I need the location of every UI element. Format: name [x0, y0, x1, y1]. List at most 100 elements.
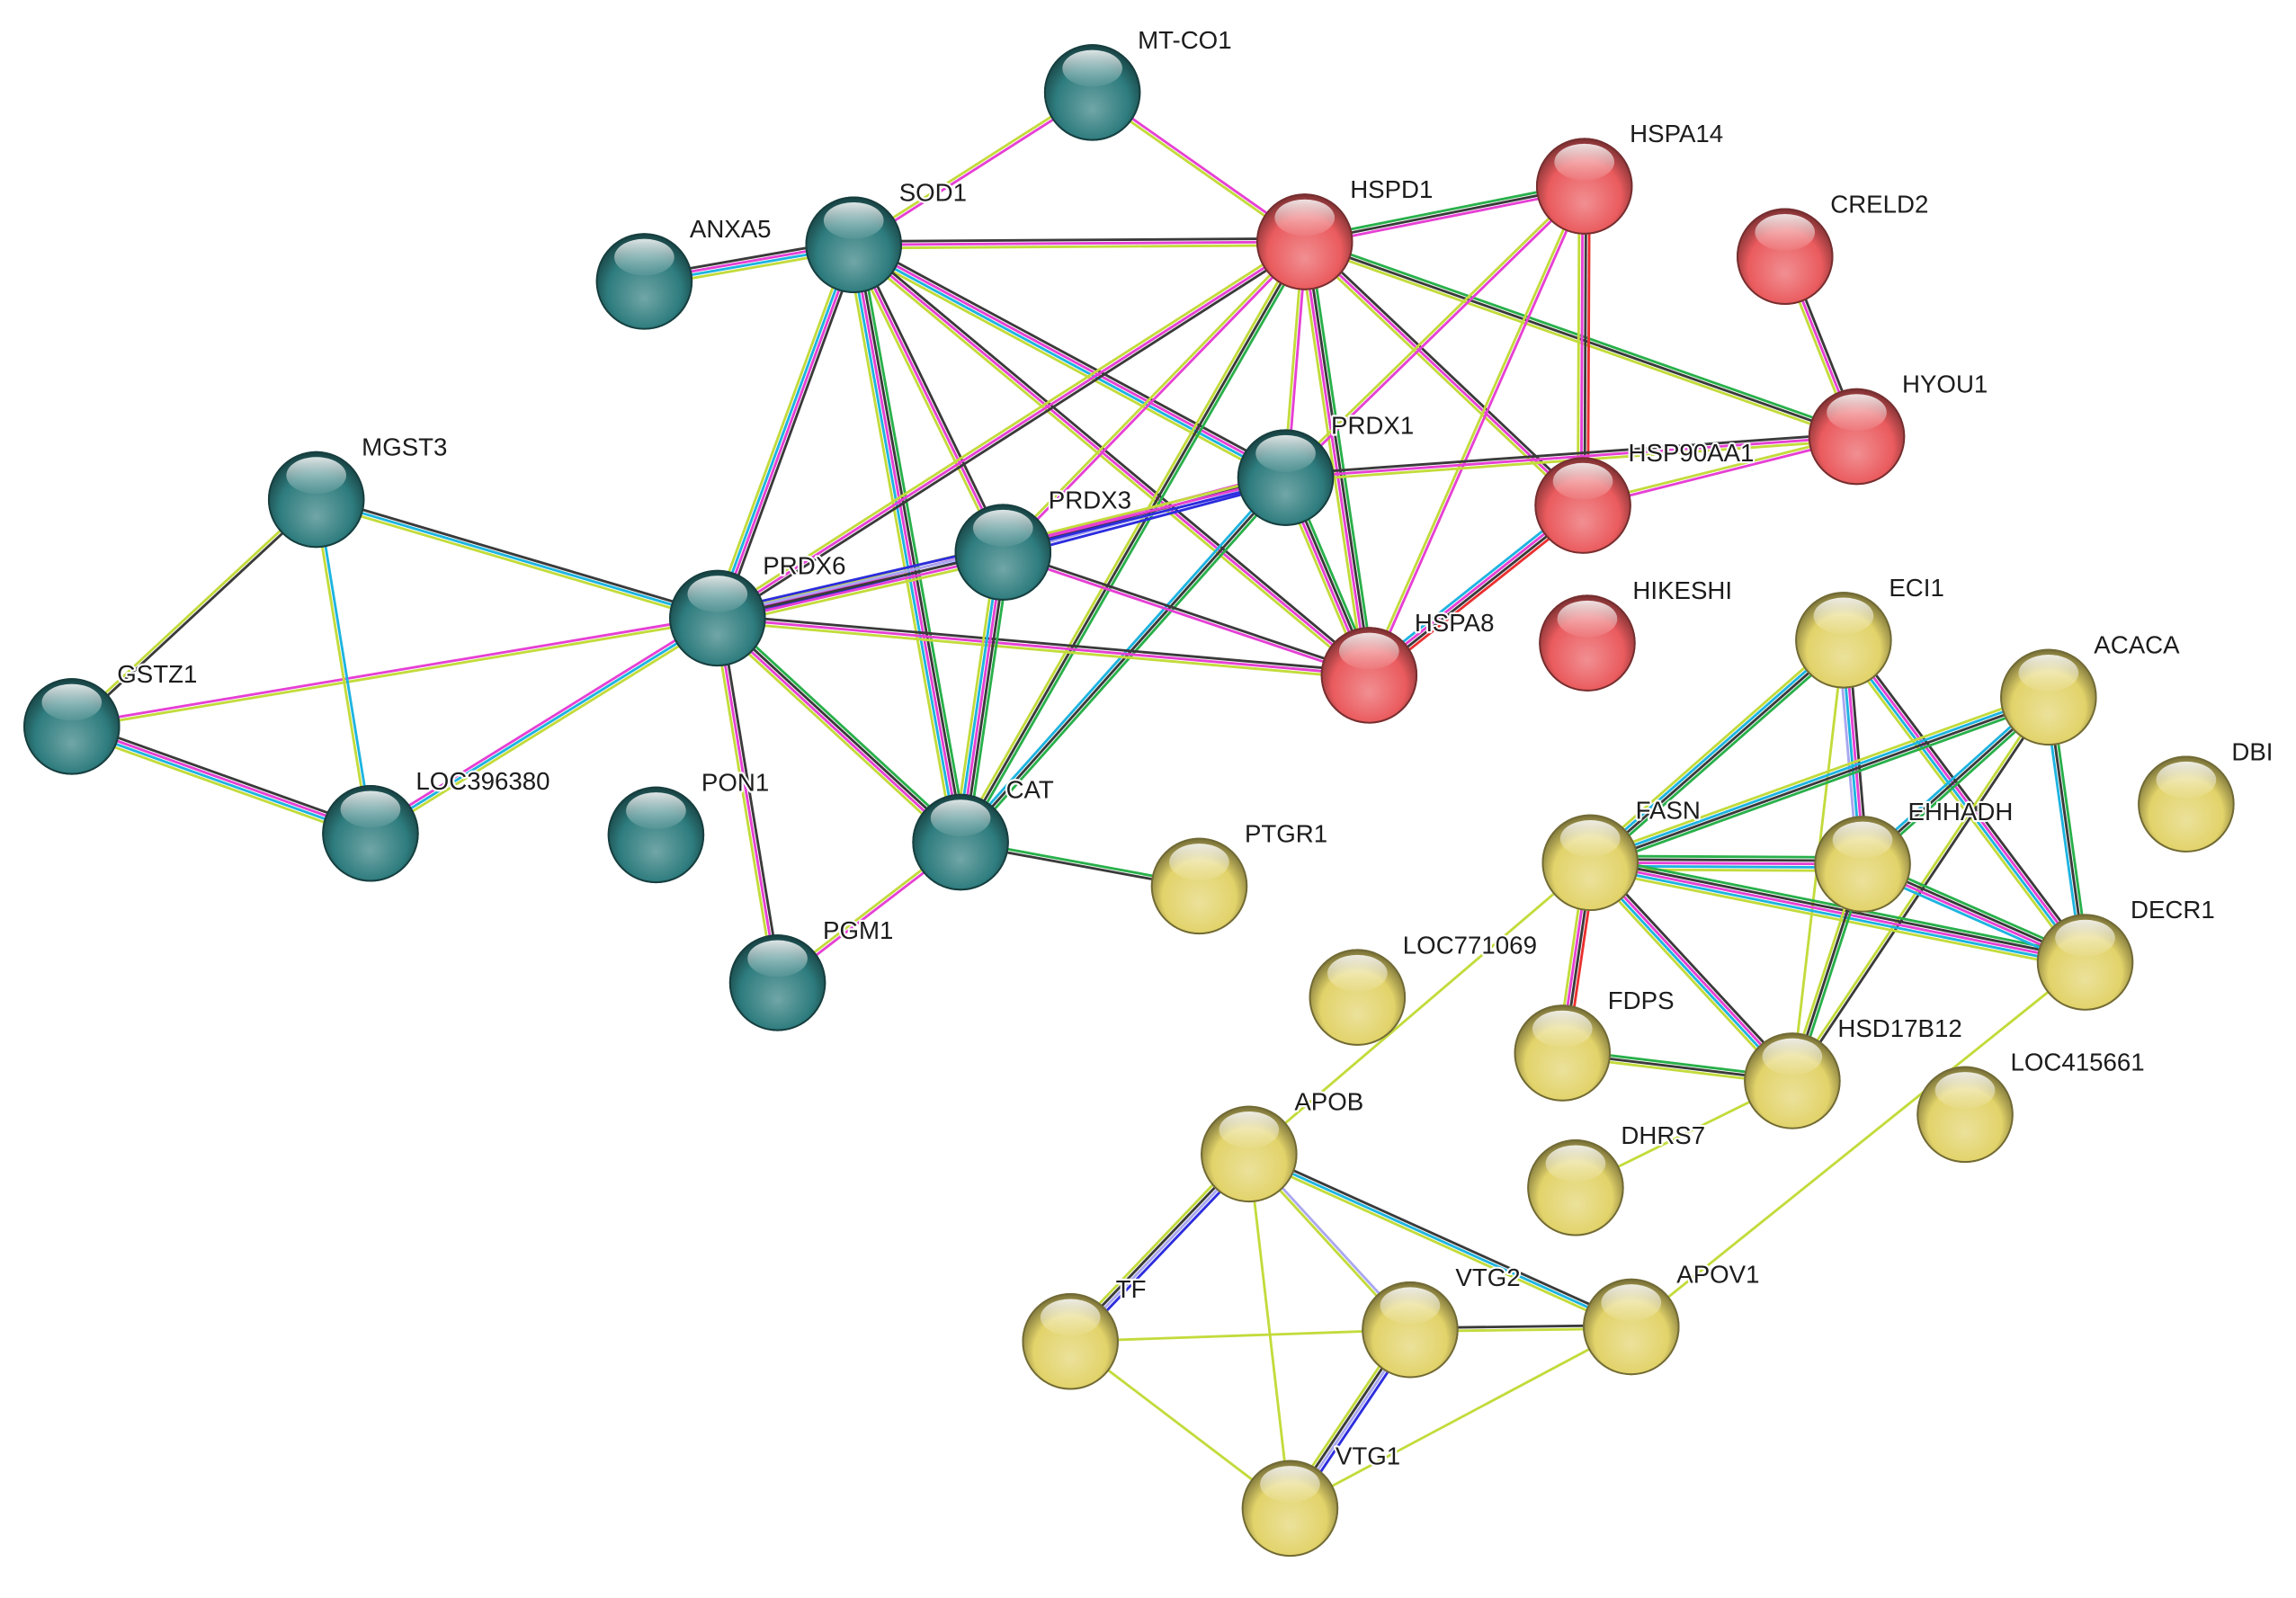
edge-evidence-line [715, 618, 960, 844]
node-anxa5 [595, 233, 693, 330]
node-decr1 [2036, 914, 2134, 1011]
node-label: HSP90AA1 [1629, 439, 1755, 467]
edge-evidence-line [1070, 1328, 1410, 1344]
edge-evidence-line [717, 550, 1004, 620]
node-label: PGM1 [823, 916, 893, 944]
node-gloss [2055, 919, 2115, 957]
interaction-edge [715, 237, 1308, 622]
edge-evidence-line [1247, 861, 1592, 1156]
node-label: PRDX1 [1331, 411, 1414, 439]
edge-evidence-line [961, 478, 1290, 845]
node-rim [1237, 429, 1335, 526]
interaction-edge [1247, 1154, 1291, 1509]
node-label: MT-CO1 [1138, 26, 1231, 54]
edge-evidence-line [1004, 481, 1288, 558]
interaction-edge [853, 237, 1305, 250]
node-gloss [340, 790, 401, 828]
node-acaca [2000, 648, 2097, 746]
node-gloss [1832, 821, 1893, 859]
edge-evidence-line [715, 544, 1002, 613]
node-label: PON1 [701, 769, 769, 797]
edge-evidence-line [317, 499, 374, 834]
node-tf [1022, 1293, 1119, 1390]
node-rim [1527, 1139, 1624, 1236]
node-label: MGST3 [362, 433, 447, 461]
edge-evidence-line [855, 244, 966, 843]
node-rim [2138, 755, 2235, 853]
edge-evidence-line [368, 614, 717, 832]
node-rim [1916, 1066, 2014, 1164]
edge-evidence-line [1000, 239, 1305, 552]
node-fasn [1541, 814, 1639, 912]
edge-evidence-line [852, 244, 962, 843]
edge-evidence-line [959, 551, 1005, 843]
node-gloss [1813, 597, 1874, 635]
node-label: DBI [2231, 737, 2273, 765]
edge-evidence-line [1592, 642, 1848, 868]
node-rim [267, 451, 365, 549]
edge-evidence-line [71, 618, 719, 730]
node-apob [1201, 1105, 1298, 1203]
interaction-edge [313, 499, 374, 835]
edge-evidence-line [1002, 552, 1370, 679]
node-gstz1 [23, 678, 121, 775]
interaction-edge [1246, 1149, 1633, 1332]
node-label: HSPA14 [1630, 120, 1723, 147]
edge-evidence-line [70, 727, 371, 836]
edge-evidence-line [1305, 241, 1372, 675]
interaction-edge [315, 495, 719, 623]
edge-evidence-line [855, 239, 1289, 475]
edge-evidence-line [853, 244, 1305, 250]
node-label: LOC771069 [1403, 931, 1537, 959]
node-apov1 [1583, 1278, 1680, 1376]
node-prdx1 [1237, 429, 1335, 526]
node-prdx3 [954, 504, 1052, 601]
node-rim [607, 786, 705, 884]
interaction-edge [1586, 635, 1848, 868]
node-gloss [1755, 213, 1816, 251]
node-pon1 [607, 786, 705, 884]
node-gloss [1554, 143, 1615, 181]
interaction-edge [712, 617, 782, 984]
edge-evidence-line [852, 245, 1286, 481]
node-label: FDPS [1608, 986, 1675, 1014]
interaction-edge [69, 720, 373, 840]
node-label: LOC396380 [415, 767, 549, 795]
node-rim [1255, 193, 1353, 290]
node-rim [322, 785, 419, 882]
node-rim [1583, 1278, 1680, 1376]
edge-evidence-line [1587, 862, 1792, 1084]
node-rim [1514, 1004, 1612, 1102]
node-gloss [1062, 49, 1122, 87]
node-dhrs7 [1527, 1139, 1624, 1236]
edge-evidence-line [855, 242, 1007, 552]
node-gloss [1601, 1284, 1662, 1322]
node-ehhadh [1814, 816, 1911, 913]
edge-evidence-line [1589, 861, 2086, 964]
edge-evidence-line [854, 241, 1372, 674]
edge-evidence-line [718, 554, 1005, 623]
edge-evidence-line [69, 729, 370, 840]
node-gloss [1260, 1466, 1320, 1503]
edge-evidence-line [850, 246, 1368, 679]
edge-evidence-line [1249, 1149, 1633, 1326]
edge-evidence-line [718, 613, 1370, 674]
edge-evidence-line [714, 244, 853, 619]
edge-evidence-line [859, 243, 969, 842]
edge-evidence-line [1303, 240, 1585, 507]
edge-evidence-line [1285, 435, 1857, 479]
node-rim [1309, 949, 1407, 1046]
node-gloss [1274, 199, 1336, 237]
node-gloss [41, 683, 103, 721]
edge-evidence-line [315, 501, 718, 623]
node-hspa14 [1535, 138, 1633, 235]
edge-evidence-line [1590, 858, 2086, 960]
edge-evidence-line [1588, 868, 2085, 970]
node-rim [2000, 648, 2097, 746]
interaction-edge [956, 239, 1309, 845]
edge-evidence-line [716, 548, 1003, 617]
node-label: VTG2 [1455, 1263, 1520, 1291]
node-label: HSPA8 [1415, 609, 1495, 637]
interaction-edge [711, 242, 860, 620]
node-label: PRDX6 [763, 552, 845, 580]
